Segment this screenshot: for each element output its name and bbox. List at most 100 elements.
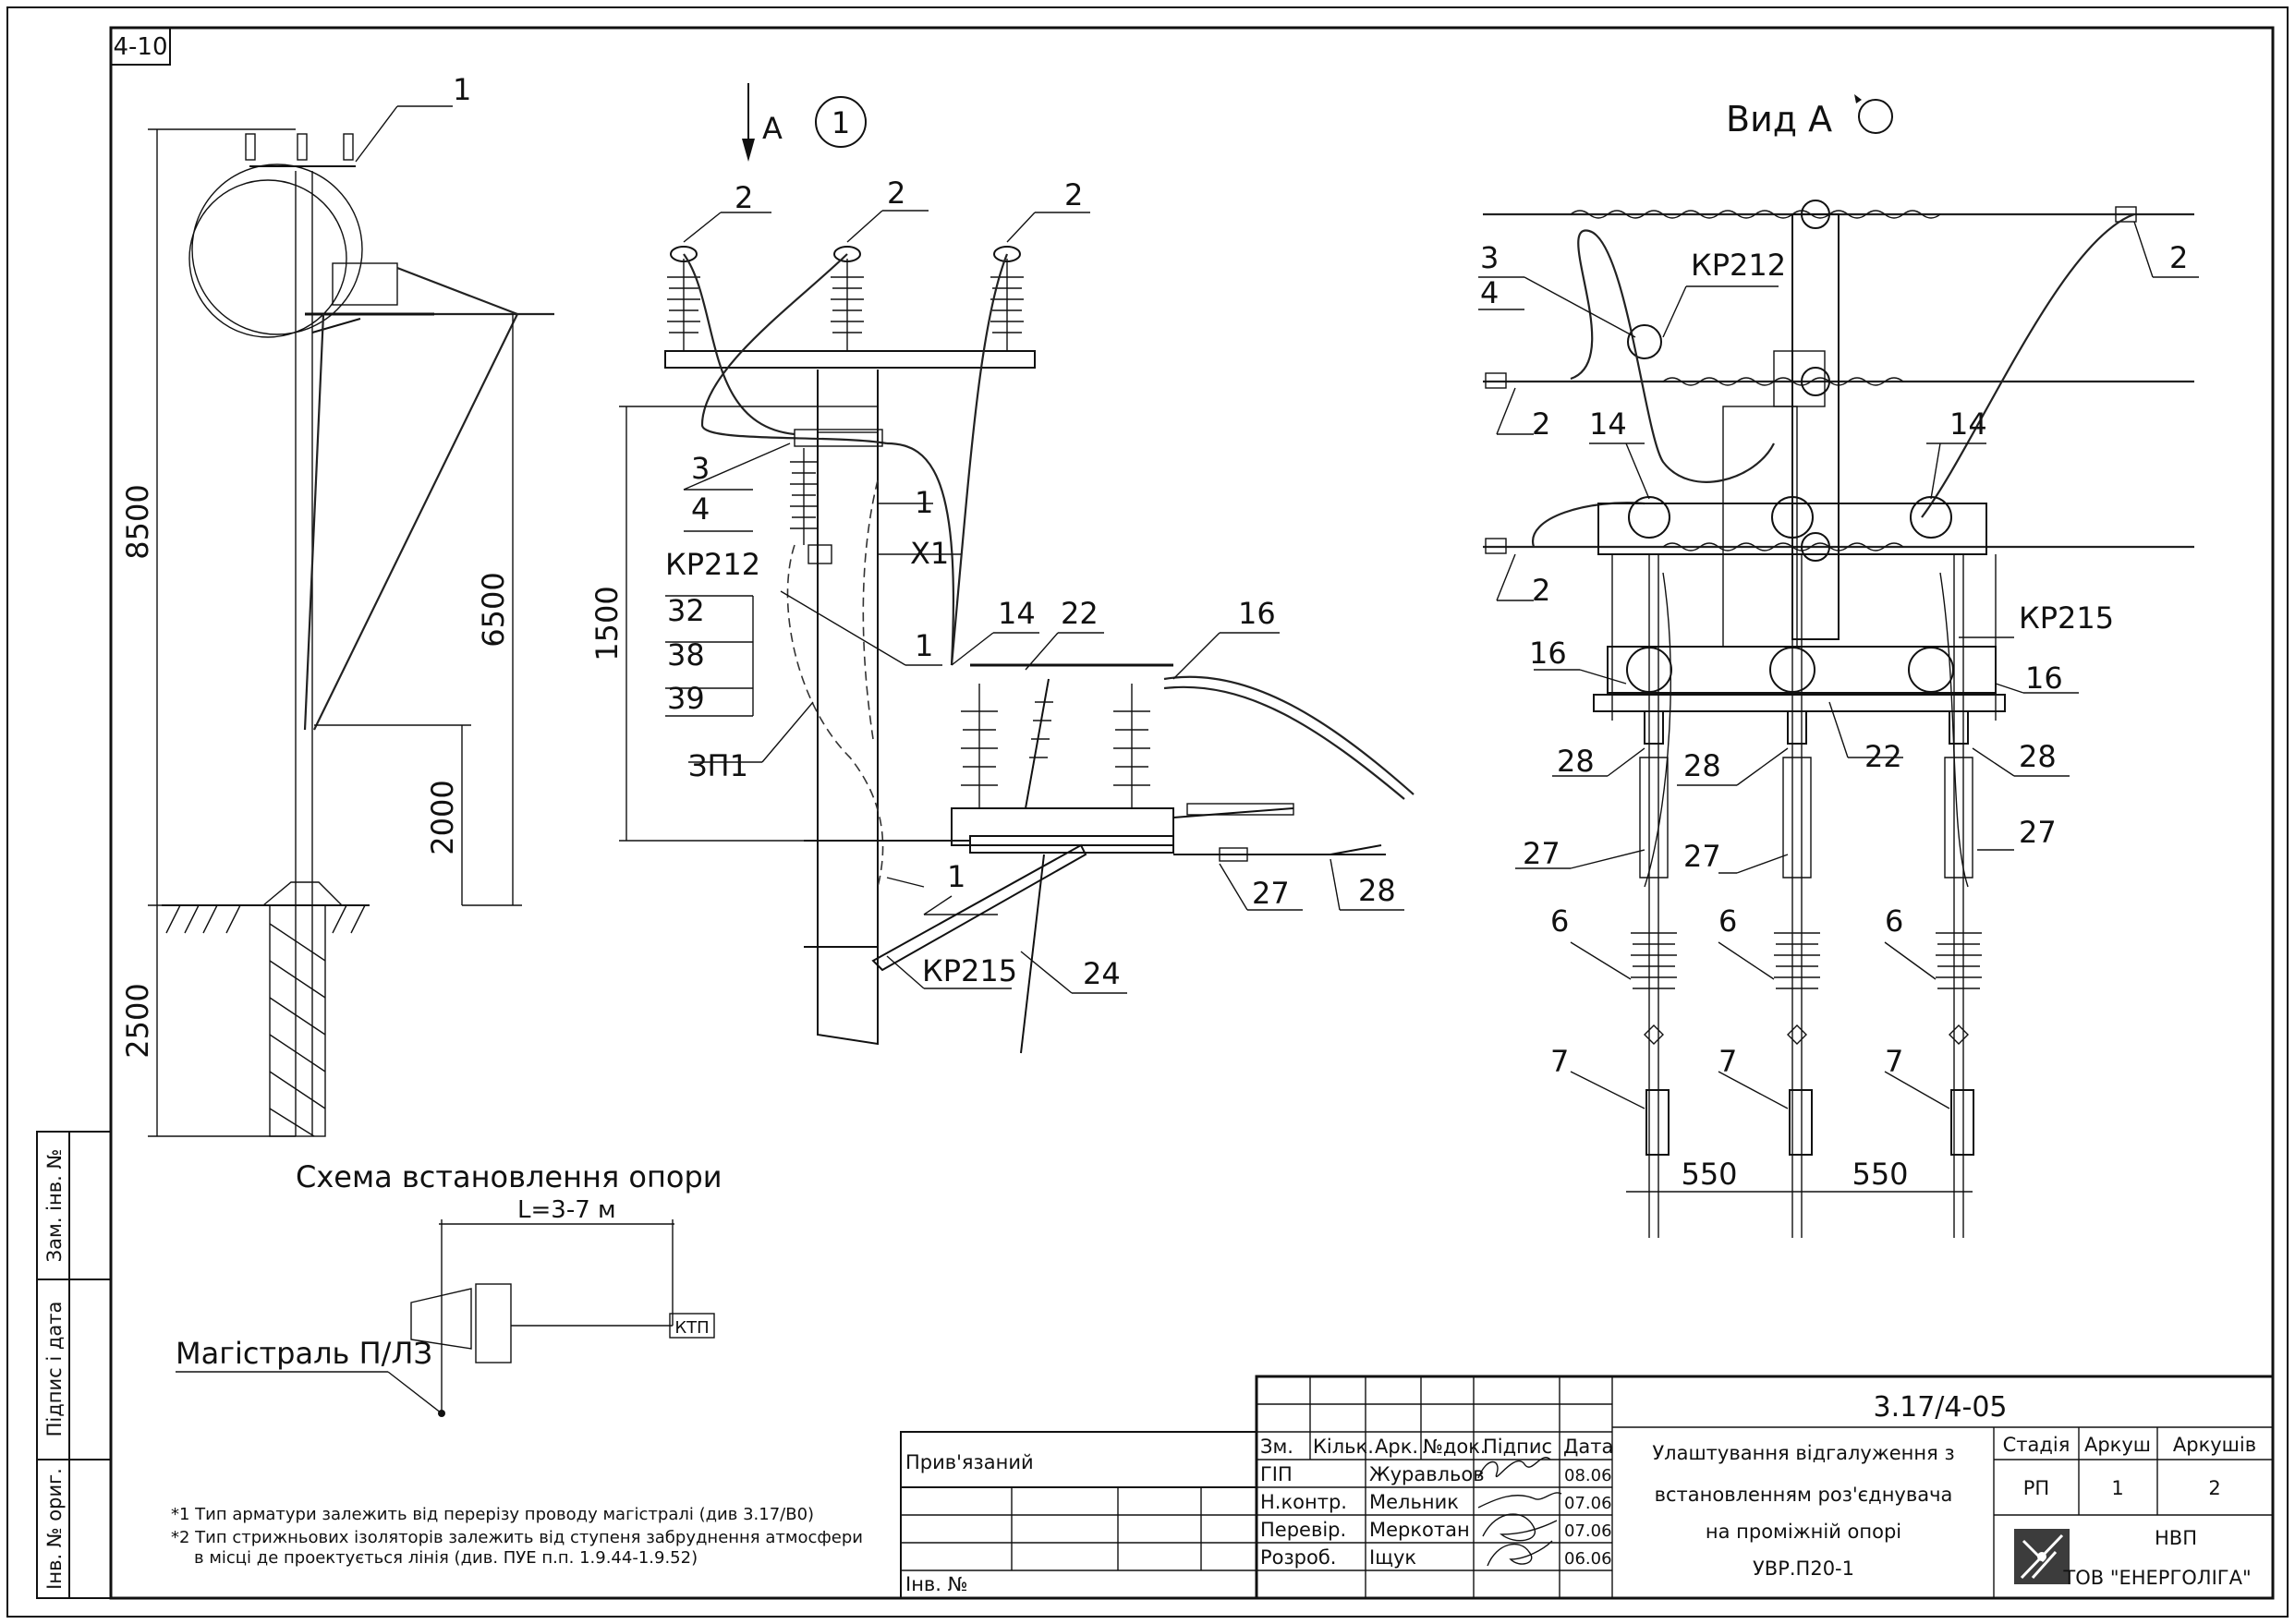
callout-2-b: 2: [887, 176, 905, 211]
callout-22-side: 22: [1061, 596, 1099, 631]
callout-39: 39: [667, 681, 705, 716]
pole-scheme: 8500 6500 2000 2500 1: [120, 72, 554, 1137]
hdr-data: Дата: [1563, 1436, 1613, 1458]
callout-14-view-a: 14: [1589, 406, 1627, 442]
hdr-zm: Зм.: [1260, 1436, 1293, 1458]
hdr-pidpys: Підпис: [1483, 1436, 1552, 1458]
stamp-replace-inv: Зам. інв. №: [43, 1149, 66, 1263]
callout-6-view-a: 6: [1550, 903, 1569, 939]
company-line-1: НВП: [2155, 1527, 2197, 1549]
sheets-value: 2: [2208, 1477, 2220, 1499]
row-nkontr-role: Н.контр.: [1260, 1491, 1347, 1513]
stage-header: Стадія: [2003, 1434, 2070, 1456]
callout-14-side: 14: [998, 596, 1036, 631]
row-rozrob-date: 06.06: [1564, 1549, 1612, 1569]
callout-kr212-view: КР212: [1691, 248, 1786, 283]
row-perevir-role: Перевір.: [1260, 1519, 1346, 1541]
hdr-ark: Арк.: [1375, 1436, 1418, 1458]
company-line-2: ТОВ "ЕНЕРГОЛІГА": [2062, 1567, 2251, 1589]
callout-2-view-b: 2: [1532, 406, 1550, 442]
row-rozrob-role: Розроб.: [1260, 1546, 1336, 1569]
dim-1500: 1500: [589, 586, 625, 661]
row-perevir-name: Меркотан: [1369, 1519, 1470, 1541]
row-nkontr-name: Мельник: [1369, 1491, 1459, 1513]
view-a-title: Вид А: [1726, 99, 1832, 139]
dim-2500: 2500: [120, 983, 155, 1058]
side-view: A 1: [589, 83, 1415, 1054]
plan-scheme: L=3-7 м КТП Магістраль П/ЛЗ: [176, 1196, 715, 1417]
scheme-title: Схема встановлення опори: [296, 1159, 722, 1194]
callout-27-view-a: 27: [1523, 836, 1560, 871]
callout-1-top: 1: [453, 72, 471, 107]
callout-6-view-b: 6: [1718, 903, 1737, 939]
desc-line-1: Улаштування відгалуження з: [1652, 1442, 1954, 1464]
drawing-code: 3.17/4-05: [1874, 1391, 2008, 1424]
desc-line-2: встановленням роз'єднувача: [1655, 1484, 1953, 1506]
callout-27-side: 27: [1252, 876, 1290, 911]
callout-16-view-b: 16: [2025, 661, 2063, 696]
view-a: Вид А: [1478, 94, 2199, 1238]
dim-8500: 8500: [120, 484, 155, 559]
span-label: L=3-7 м: [517, 1196, 616, 1224]
callout-24-side: 24: [1083, 956, 1121, 991]
inv-label: Інв. №: [905, 1573, 968, 1595]
ktp-box: [669, 1313, 715, 1339]
stamp-sign-date: Підпис і дата: [43, 1302, 66, 1437]
trunk-label: Магістраль П/ЛЗ: [176, 1336, 432, 1371]
stamp-orig-inv: Інв. № ориг.: [43, 1468, 66, 1590]
callout-28-view-b: 28: [1683, 748, 1721, 783]
stage-value: РП: [2023, 1477, 2049, 1499]
detail-marker-circle: [815, 96, 867, 148]
callout-kr212-side: КР212: [665, 547, 760, 582]
pole-foundation: [269, 904, 326, 1137]
rotation-symbol: [1858, 99, 1893, 134]
callout-zp1: ЗП1: [688, 748, 748, 783]
callout-7-view-b: 7: [1718, 1044, 1737, 1079]
callout-28-view-c: 28: [2019, 739, 2057, 774]
callout-4: 4: [691, 491, 710, 527]
callout-38: 38: [667, 637, 705, 673]
dim-6500: 6500: [476, 572, 511, 647]
callout-2-view-c: 2: [1532, 573, 1550, 608]
desc-line-4: УВР.П20-1: [1753, 1557, 1854, 1580]
detail-circle-outline: [191, 164, 363, 335]
callout-16-view-a: 16: [1529, 636, 1567, 671]
sheets-header: Аркушів: [2173, 1434, 2256, 1456]
callout-1-b: 1: [915, 485, 933, 520]
disconnector-base: [951, 807, 1174, 846]
ktp-label: КТП: [674, 1318, 709, 1338]
callout-22-view: 22: [1864, 739, 1902, 774]
row-gip-role: ГІП: [1260, 1463, 1293, 1485]
sheet-header: Аркуш: [2084, 1434, 2151, 1456]
callout-16-side: 16: [1238, 596, 1276, 631]
hdr-ndoc: №док.: [1423, 1436, 1487, 1458]
callout-27-view-b: 27: [1683, 839, 1721, 874]
row-rozrob-name: Іщук: [1369, 1546, 1416, 1569]
callout-kr215-side: КР215: [922, 953, 1017, 988]
callout-3: 3: [691, 451, 710, 486]
note-3: в місці де проектується лінія (див. ПУЕ …: [194, 1548, 698, 1568]
callout-x1: X1: [910, 536, 949, 571]
dim-550-left: 550: [1681, 1157, 1737, 1192]
company-logo: [2014, 1529, 2070, 1584]
callout-28-view-a: 28: [1557, 744, 1595, 779]
phase-columns: [1626, 496, 1982, 1238]
row-gip-name: Журавльов: [1369, 1463, 1485, 1485]
callout-32: 32: [667, 593, 705, 628]
outer-frame: [6, 6, 2289, 1618]
callout-14-view-b: 14: [1949, 406, 1987, 442]
dim-2000: 2000: [425, 780, 460, 854]
row-gip-date: 08.06: [1564, 1466, 1612, 1485]
callout-2-c: 2: [1064, 177, 1083, 212]
view-arrow-a: A: [762, 111, 783, 146]
callout-6-view-c: 6: [1885, 903, 1903, 939]
side-stamp: Зам. інв. № Підпис і дата Інв. № ориг.: [36, 1131, 112, 1599]
row-nkontr-date: 07.06: [1564, 1494, 1612, 1513]
callout-7-view-a: 7: [1550, 1044, 1569, 1079]
detail-marker-number: 1: [832, 105, 850, 140]
title-block: Прив'язаний Інв. № Зм. Кільк.: [900, 1375, 2275, 1600]
callout-27-view-c: 27: [2019, 815, 2057, 850]
corner-code-box: [110, 27, 171, 66]
row-perevir-date: 07.06: [1564, 1521, 1612, 1541]
